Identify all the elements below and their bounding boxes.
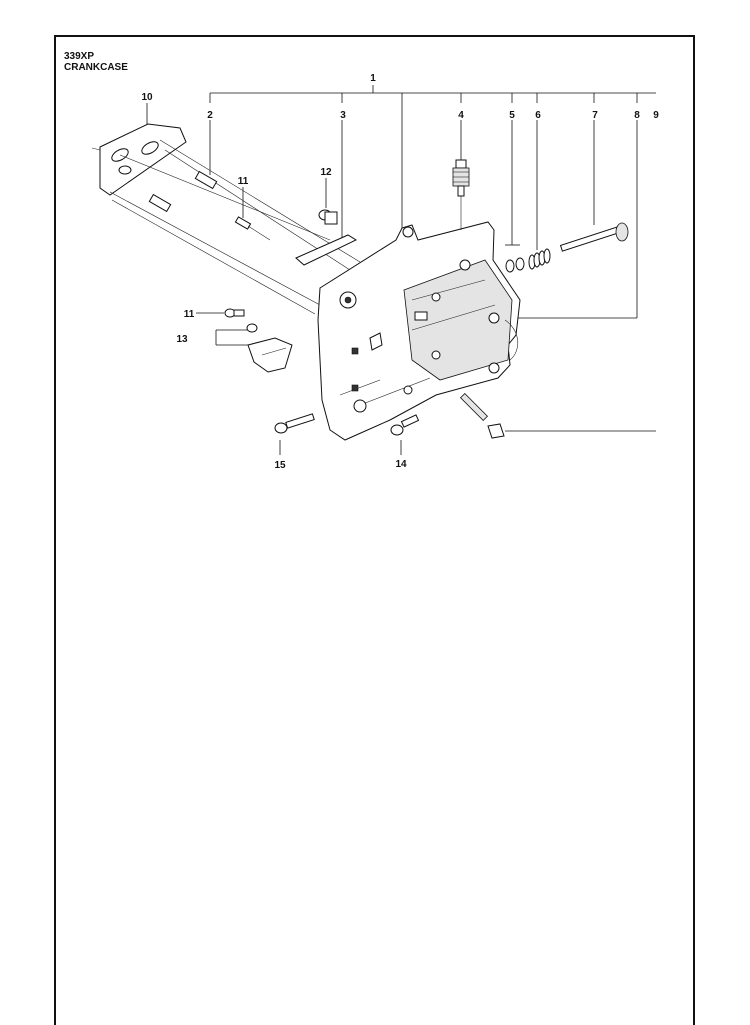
callout-14: 14 <box>395 459 407 470</box>
part-10-mounting-plate <box>91 123 187 196</box>
part-2-pin <box>148 170 218 213</box>
part-12-bushing <box>318 209 338 225</box>
page-frame <box>54 35 695 1025</box>
callout-8: 8 <box>634 110 640 121</box>
callout-13: 13 <box>176 334 188 345</box>
callout-9: 9 <box>653 110 659 121</box>
callout-11-upper: 11 <box>238 176 249 187</box>
callout-4: 4 <box>458 110 464 121</box>
part-14-screw <box>390 414 420 436</box>
part-6-spring <box>528 248 551 270</box>
part-chain-adjuster-bolt <box>459 392 505 439</box>
callout-7: 7 <box>592 110 598 121</box>
callout-3: 3 <box>340 110 346 121</box>
callout-10: 10 <box>141 92 153 103</box>
part-5-washers <box>505 257 525 273</box>
crankcase-body <box>317 221 521 441</box>
part-11-screw-lower <box>224 308 258 333</box>
callout-6: 6 <box>535 110 541 121</box>
leader-lines <box>146 103 656 455</box>
model-label: 339XP <box>64 51 95 62</box>
part-11-screw-upper <box>234 216 271 241</box>
diagram-title: 339XP CRANKCASE <box>64 51 128 73</box>
callout-11-lower: 11 <box>184 309 195 320</box>
callout-1: 1 <box>370 73 376 84</box>
part-13-cover <box>247 337 293 373</box>
part-3-bar <box>295 234 358 266</box>
part-15-screw <box>274 413 315 434</box>
section-label: CRANKCASE <box>64 62 128 73</box>
part-4-decompression-valve <box>452 159 470 230</box>
callout-12: 12 <box>320 167 332 178</box>
callout-5: 5 <box>509 110 515 121</box>
callout-2: 2 <box>207 110 213 121</box>
callout-1-bracket <box>209 85 656 230</box>
part-7-tensioner-bolt <box>559 222 629 252</box>
callout-15: 15 <box>274 460 286 471</box>
guide-rods <box>109 139 361 315</box>
